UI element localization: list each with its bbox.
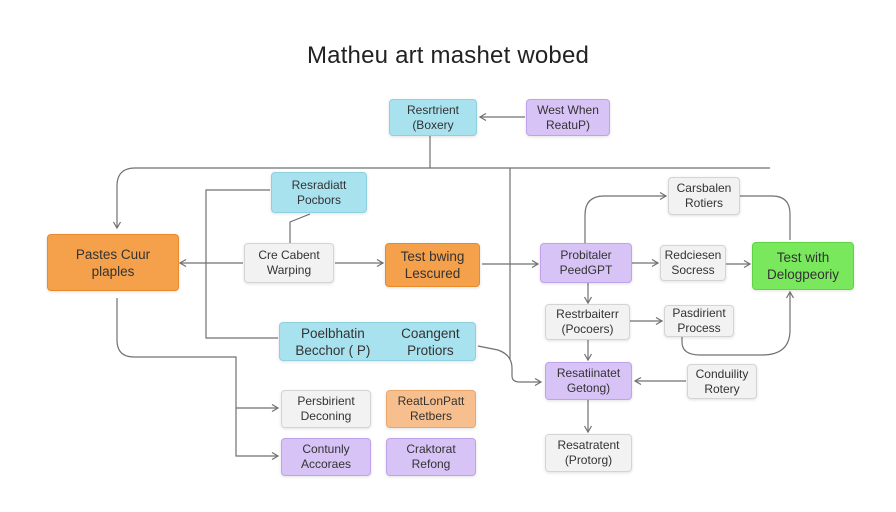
node-probitaler: Probitaler PeedGPT [540, 243, 632, 283]
node-resatiinatet: Resatiinatet Getong) [545, 362, 632, 400]
edge-pastes-bottom [116, 298, 280, 461]
node-contunly: Contunly Accoraes [281, 438, 371, 476]
edge-probitaler-carsbalen [584, 191, 668, 243]
node-poelbhatin-coangent: Poelbhatin Becchor ( P) Coangent Protior… [279, 322, 476, 361]
edge-coangent-resatiinatet [477, 345, 543, 387]
edge-carsbalen-testwith [740, 195, 791, 240]
node-carsbalen: Carsbalen Rotiers [668, 177, 740, 215]
node-redciesen: Redciesen Socress [660, 245, 726, 281]
edge-left-loop [205, 189, 278, 339]
node-test-with: Test with Delogpeoriy [752, 242, 854, 290]
node-west-when: West When ReatuP) [526, 99, 610, 136]
edge-bus-pastes [112, 167, 136, 230]
node-restraint-boxery: Resrtrient (Boxery [389, 99, 477, 136]
node-persbirient: Persbirient Deconing [281, 390, 371, 428]
node-poelbhatin: Poelbhatin Becchor ( P) [295, 325, 371, 358]
node-coangent: Coangent Protiors [401, 325, 460, 358]
node-cre-cabent: Cre Cabent Warping [244, 243, 334, 283]
node-conduility: Conduility Rotery [687, 364, 757, 399]
edge-pasdirient-testwith [681, 290, 795, 356]
node-resradiatt-pocbors: Resradiatt Pocbors [271, 172, 367, 213]
node-craktorat: Craktorat Refong [386, 438, 476, 476]
node-resatratent: Resatratent (Protorg) [545, 434, 632, 472]
node-pasdirient: Pasdirient Process [664, 305, 734, 337]
diagram-title: Matheu art mashet wobed [306, 42, 590, 69]
node-pastes-cuur: Pastes Cuur plaples [47, 234, 179, 291]
node-test-bwing: Test bwing Lescured [385, 243, 480, 287]
node-restrbaiterr: Restrbaiterr (Pocoers) [545, 304, 630, 340]
edge-crecabent-resradiatt [289, 213, 311, 243]
node-reatlonpatt: ReatLonPatt Retbers [386, 390, 476, 428]
